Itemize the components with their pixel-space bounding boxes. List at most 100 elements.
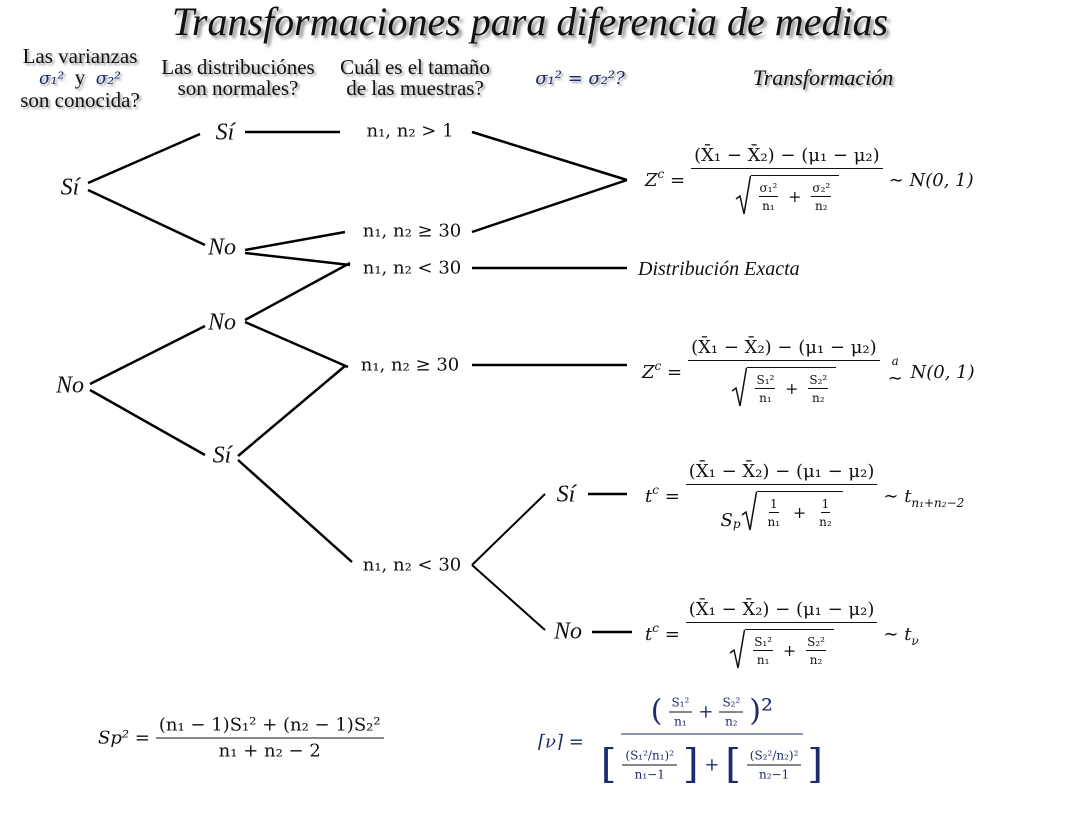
node-normal-no: No bbox=[207, 234, 237, 261]
condition-size: n₁, n₂ < 30 bbox=[362, 554, 462, 576]
header-normal: Las distribuciónes son normales? bbox=[161, 57, 314, 99]
f: S₁² bbox=[755, 373, 776, 389]
f: c bbox=[652, 621, 659, 635]
denominator: n₁ + n₂ − 2 bbox=[218, 740, 321, 762]
f: S₂² bbox=[808, 373, 829, 389]
f: n₁−1 bbox=[634, 767, 665, 781]
f: S₂² bbox=[806, 635, 826, 651]
node-equal-no: No bbox=[553, 618, 583, 645]
edge bbox=[89, 324, 206, 386]
numerator: (X̄₁ − X̄₂) − (μ₁ − μ₂) bbox=[688, 337, 880, 361]
node-normal-yes: Sí bbox=[212, 442, 232, 469]
numerator: (X̄₁ − X̄₂) − (μ₁ − μ₂) bbox=[685, 599, 878, 623]
f: σ₁² bbox=[758, 181, 779, 197]
f: Z bbox=[645, 169, 658, 191]
f: = bbox=[666, 361, 683, 383]
sqrt-icon bbox=[732, 367, 748, 407]
f: t bbox=[904, 485, 912, 507]
edge bbox=[244, 251, 351, 267]
f: [ bbox=[725, 741, 741, 788]
header-text: de las muestras? bbox=[346, 76, 484, 100]
f: ∼ bbox=[888, 169, 904, 191]
f: ⌈ν⌉ = bbox=[538, 731, 584, 753]
f: t bbox=[645, 485, 653, 507]
f: + bbox=[698, 701, 714, 722]
f: c bbox=[654, 359, 662, 373]
f: N(0, 1) bbox=[910, 361, 975, 383]
f: ∼ bbox=[883, 623, 899, 645]
f: + bbox=[782, 641, 797, 660]
header-text: y bbox=[74, 65, 86, 89]
header-text: Las distribuciónes bbox=[161, 55, 315, 79]
f: = bbox=[669, 169, 686, 191]
f: = bbox=[664, 623, 680, 645]
f: c bbox=[657, 167, 665, 181]
node-normal-no: No bbox=[207, 309, 237, 336]
f: n₁ bbox=[756, 653, 770, 667]
edge bbox=[471, 178, 628, 234]
header-sample-size: Cuál es el tamaño de las muestras? bbox=[340, 57, 490, 99]
header-known-variances: Las varianzas σ₁² y σ₂² son conocida? bbox=[20, 46, 140, 111]
edge bbox=[237, 365, 346, 457]
node-known-no: No bbox=[55, 372, 85, 399]
f: n₂ bbox=[812, 391, 825, 405]
edge bbox=[244, 230, 346, 252]
f: S₂² bbox=[719, 695, 744, 712]
edge bbox=[237, 459, 353, 563]
f: σ₂² bbox=[811, 181, 832, 197]
sqrt-icon bbox=[735, 175, 751, 215]
node-normal-yes: Sí bbox=[215, 119, 235, 146]
f: Z bbox=[642, 361, 655, 383]
sqrt-icon bbox=[729, 629, 746, 669]
f: n₁+n₂−2 bbox=[911, 496, 965, 510]
f: p bbox=[732, 517, 741, 531]
f: ( bbox=[650, 693, 663, 729]
f: t bbox=[904, 623, 912, 645]
f: (S₂²/n₂)² bbox=[746, 748, 802, 765]
numerator: (X̄₁ − X̄₂) − (μ₁ − μ₂) bbox=[685, 461, 878, 485]
f: n₂ bbox=[819, 515, 832, 529]
header-text: son normales? bbox=[177, 76, 299, 100]
f: ∼ bbox=[887, 368, 903, 389]
f: n₂ bbox=[815, 199, 828, 213]
f: a bbox=[891, 354, 899, 368]
f: N(0, 1) bbox=[909, 169, 974, 191]
condition-size: n₁, n₂ > 1 bbox=[366, 120, 454, 142]
f: + bbox=[792, 503, 807, 522]
exact-distribution-label: Distribución Exacta bbox=[638, 258, 800, 280]
edge bbox=[244, 320, 349, 369]
edge bbox=[244, 261, 351, 322]
f: ] bbox=[807, 741, 824, 788]
header-text: son conocida? bbox=[20, 88, 140, 112]
edge bbox=[471, 493, 546, 566]
header-equal-variances: σ₁² = σ₂²? bbox=[535, 68, 625, 89]
f: n₂ bbox=[809, 653, 823, 667]
f: S₁² bbox=[668, 695, 693, 712]
f: + bbox=[704, 754, 720, 775]
f: ν bbox=[911, 634, 919, 648]
f: ] bbox=[683, 741, 699, 788]
f: c bbox=[652, 483, 659, 497]
f: = bbox=[664, 485, 680, 507]
f: S bbox=[720, 510, 733, 531]
sigma2-symbol: σ₂² bbox=[95, 69, 121, 89]
f: n₁ bbox=[759, 391, 772, 405]
f: ∼ bbox=[883, 485, 899, 507]
condition-size: n₁, n₂ < 30 bbox=[362, 257, 462, 279]
f: n₁ bbox=[767, 515, 781, 529]
f: [ bbox=[600, 741, 617, 788]
header-text: Cuál es el tamaño bbox=[340, 55, 490, 79]
f: n₁ bbox=[762, 199, 775, 213]
numerator: (X̄₁ − X̄₂) − (μ₁ − μ₂) bbox=[691, 145, 883, 169]
page-title: Transformaciones para diferencia de medi… bbox=[171, 0, 889, 44]
edge bbox=[89, 388, 206, 457]
f: + bbox=[788, 187, 802, 206]
f: Sp² = bbox=[98, 727, 150, 749]
